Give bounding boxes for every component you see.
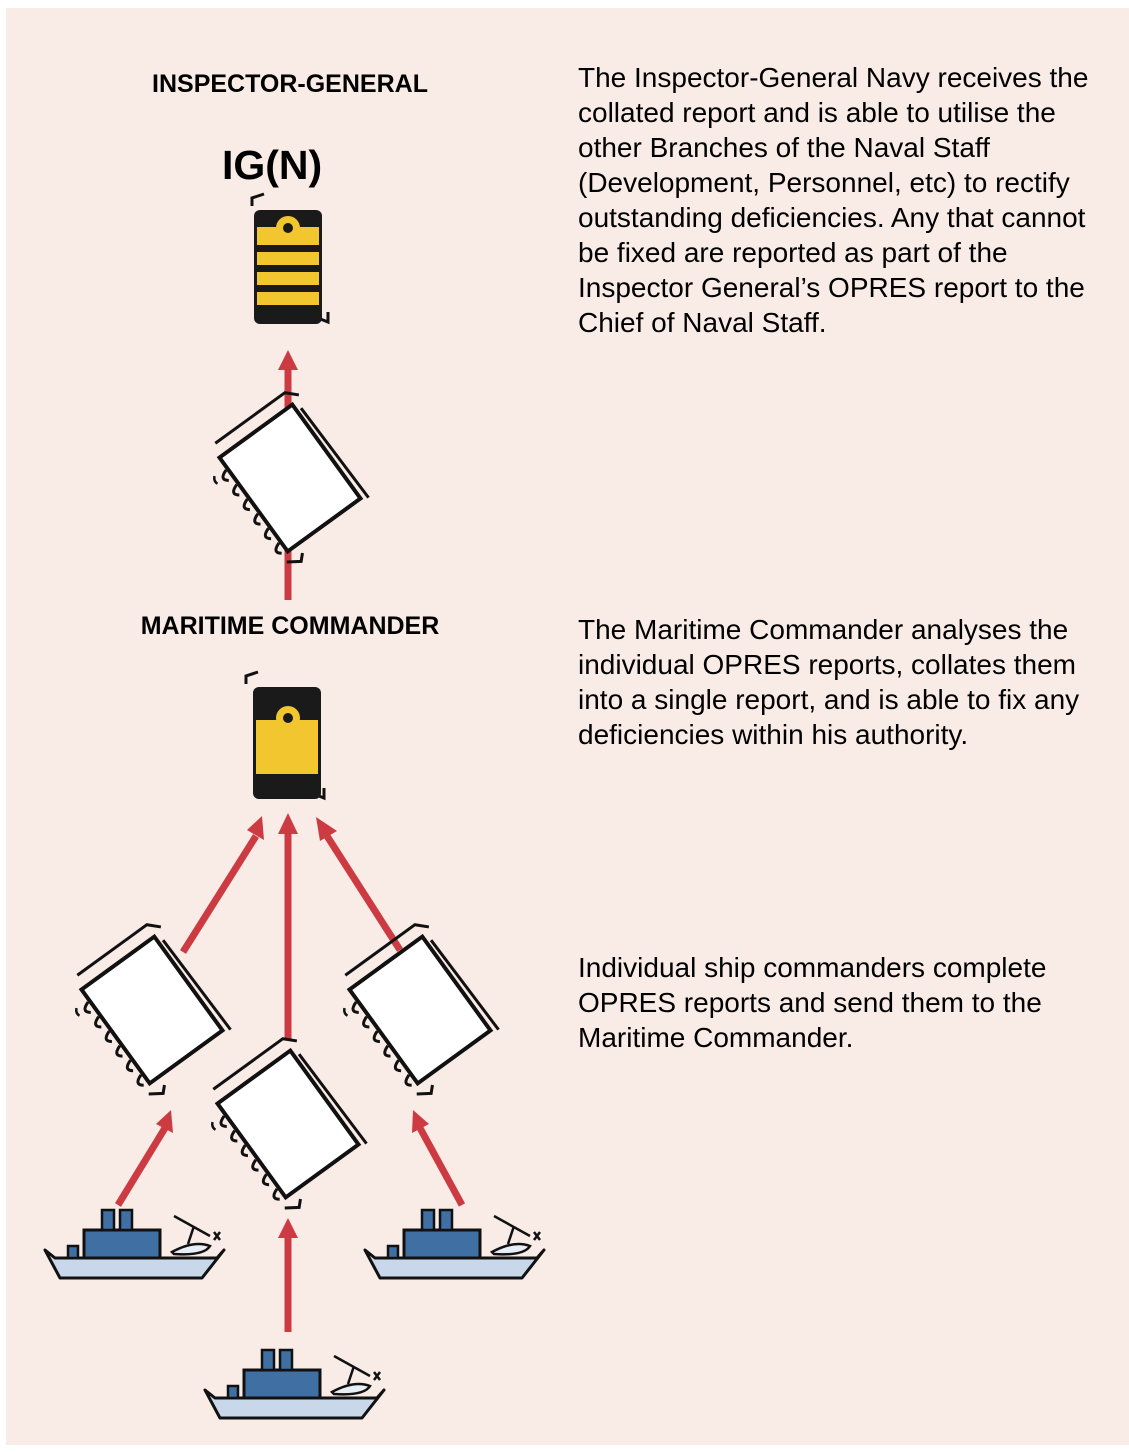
notebook-icon	[59, 919, 241, 1107]
notebook-icon	[195, 1033, 377, 1221]
arrow-right-ship-to-report	[412, 1110, 466, 1207]
warship-icon	[43, 1208, 226, 1280]
flow-arrows	[115, 350, 466, 1332]
ign-code-label: IG(N)	[222, 142, 323, 188]
inspector-heading: INSPECTOR-GENERAL	[152, 70, 428, 98]
arrow-right-report-to-mc	[316, 817, 403, 952]
arrow-left-report-to-mc	[180, 816, 264, 954]
epaulette-broad-stripe-icon	[244, 670, 326, 801]
inspector-description: The Inspector-General Navy receives the …	[578, 62, 1089, 338]
warship-icon	[363, 1208, 546, 1280]
arrow-left-ship-to-report	[115, 1110, 173, 1207]
arrow-center-report-to-mc	[278, 813, 298, 1040]
notebook-icon	[327, 919, 509, 1107]
maritime-description: The Maritime Commander analyses the indi…	[578, 614, 1080, 750]
diagram-panel	[6, 8, 1129, 1445]
epaulette-three-stripes-icon	[250, 192, 330, 325]
maritime-heading: MARITIME COMMANDER	[140, 612, 440, 640]
warship-icon	[203, 1348, 386, 1420]
notebook-icon	[197, 387, 379, 575]
ships-description: Individual ship commanders complete OPRE…	[578, 952, 1047, 1053]
arrow-center-ship-to-report	[278, 1218, 298, 1332]
